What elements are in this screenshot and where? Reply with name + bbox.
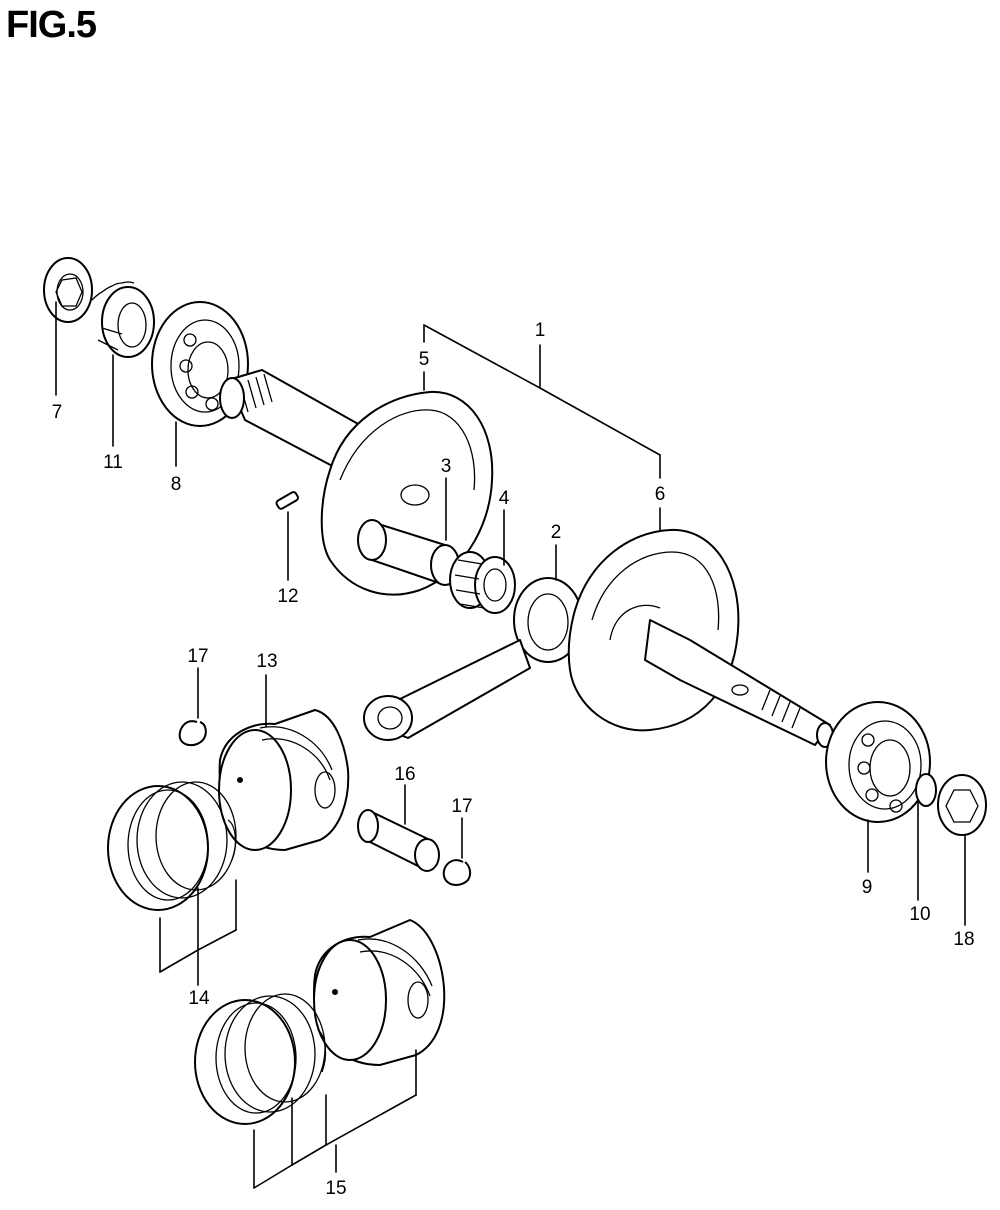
- part-14-piston-ring-set: [107, 781, 237, 911]
- part-4-needle-bearing: [449, 551, 516, 614]
- callout-18: 18: [953, 929, 974, 950]
- callout-12: 12: [277, 586, 298, 607]
- part-13-piston: [218, 709, 350, 851]
- leader-lines: [55, 301, 966, 1189]
- callout-7: 7: [52, 402, 63, 423]
- callout-1: 1: [535, 320, 546, 341]
- callout-17-lower: 17: [451, 796, 472, 817]
- left-crank-shaft: [219, 369, 361, 471]
- part-15-piston-ring-set: [194, 993, 327, 1125]
- part-18-nut: [937, 774, 987, 836]
- figure-title: FIG.5: [6, 4, 97, 46]
- part-2-connecting-rod: [363, 577, 583, 741]
- part-12-key: [275, 491, 299, 510]
- part-10-ring: [915, 773, 937, 807]
- callout-16: 16: [394, 764, 415, 785]
- callout-6: 6: [655, 484, 666, 505]
- callout-labels: 1 2 3 4 5 6 7 8 9 10 11 12 13 14 15 16 1…: [52, 320, 975, 1199]
- part-9-bearing: [825, 701, 931, 823]
- callout-9: 9: [862, 877, 873, 898]
- part-15-piston-assembly: [313, 919, 446, 1066]
- callout-5: 5: [419, 349, 430, 370]
- callout-3: 3: [441, 456, 452, 477]
- part-3-crank-pin: [357, 519, 460, 586]
- callout-8: 8: [171, 474, 182, 495]
- part-11-gear: [91, 281, 155, 358]
- part-17-circlip-upper: [178, 720, 207, 746]
- callout-2: 2: [551, 522, 562, 543]
- callout-17-upper: 17: [187, 646, 208, 667]
- part-16-piston-pin: [357, 809, 440, 872]
- part-7-nut: [43, 257, 93, 323]
- callout-4: 4: [499, 488, 510, 509]
- callout-10: 10: [909, 904, 930, 925]
- right-crank-shaft: [644, 619, 834, 748]
- callout-11: 11: [103, 452, 123, 473]
- part-17-circlip-lower: [442, 859, 472, 886]
- callout-15: 15: [325, 1178, 346, 1199]
- callout-13: 13: [256, 651, 277, 672]
- callout-14: 14: [188, 988, 210, 1009]
